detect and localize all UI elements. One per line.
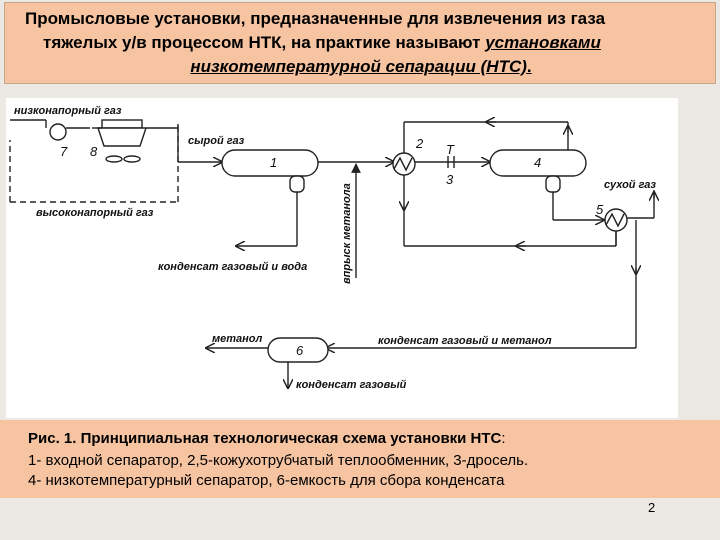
condensate-methanol-label: конденсат газовый и метанол — [378, 335, 552, 347]
label-1: 1 — [270, 155, 277, 170]
gas-condensate-label: конденсат газовый — [296, 379, 407, 391]
title-line-2-text: тяжелых у/в процессом НТК, на практике н… — [43, 33, 486, 52]
label-6: 6 — [296, 343, 304, 358]
label-7: 7 — [60, 144, 68, 159]
process-diagram: низконапорный газ сырой газ высоконапорн… — [6, 98, 678, 418]
label-5: 5 — [596, 202, 604, 217]
caption-title-colon: : — [501, 430, 506, 447]
label-2: 2 — [415, 136, 424, 151]
raw-gas-label: сырой газ — [188, 135, 245, 147]
methanol-injection-label: впрыск метанола — [341, 183, 353, 284]
title-box: Промысловые установки, предназначенные д… — [4, 2, 716, 84]
methanol-label: метанол — [212, 333, 263, 345]
title-line-2: тяжелых у/в процессом НТК, на практике н… — [15, 31, 707, 55]
title-line-3: низкотемпературной сепарации (НТС). — [15, 55, 707, 79]
caption-title-text: Рис. 1. Принципиальная технологическая с… — [28, 430, 502, 447]
slide-title: Промысловые установки, предназначенные д… — [15, 7, 707, 79]
high-pressure-gas-label: высоконапорный газ — [36, 207, 154, 219]
title-line-3-text: низкотемпературной сепарации (НТС) — [190, 57, 527, 76]
page-number: 2 — [648, 500, 656, 515]
caption-line-3: 4- низкотемпературный сепаратор, 6-емкос… — [28, 472, 505, 489]
label-8: 8 — [90, 144, 98, 159]
condensate-water-label: конденсат газовый и вода — [158, 261, 307, 273]
dry-gas-label: сухой газ — [604, 179, 656, 191]
caption-box: Рис. 1. Принципиальная технологическая с… — [0, 420, 720, 498]
caption-title: Рис. 1. Принципиальная технологическая с… — [28, 428, 506, 450]
low-pressure-gas-label: низконапорный газ — [14, 105, 122, 117]
caption-line-2: 1- входной сепаратор, 2,5-кожухотрубчаты… — [28, 452, 529, 469]
title-line-1: Промысловые установки, предназначенные д… — [25, 9, 606, 28]
label-4: 4 — [534, 155, 541, 170]
compressor-station-8 — [101, 119, 143, 129]
condensate-tank-6 — [267, 337, 329, 363]
inlet-separator-1 — [221, 149, 319, 177]
title-line-3-suffix: . — [526, 57, 532, 76]
lt-separator-4 — [489, 149, 587, 177]
compressor-7 — [49, 123, 67, 141]
label-3: 3 — [446, 172, 454, 187]
process-diagram-svg: низконапорный газ сырой газ высоконапорн… — [9, 105, 678, 391]
throttle-t-label: T — [446, 142, 455, 157]
title-line-2-emphasis: установками — [485, 33, 601, 52]
